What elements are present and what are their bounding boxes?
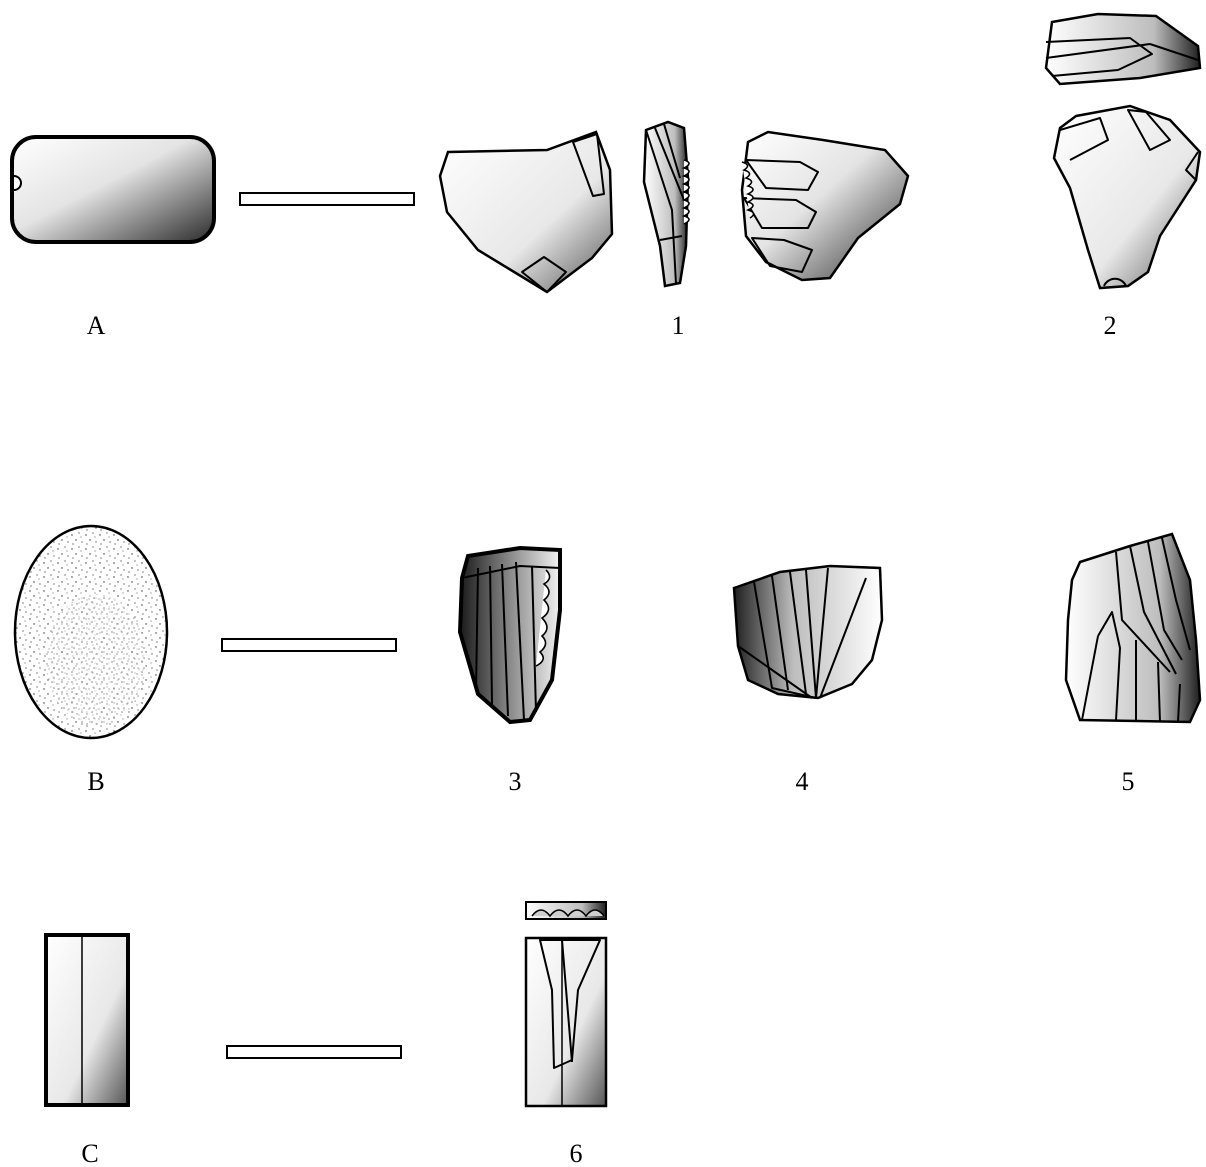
label-tool-5: 5	[1122, 767, 1135, 796]
blank-b-outline	[15, 526, 167, 738]
label-tool-3: 3	[509, 767, 522, 796]
label-tool-1: 1	[672, 311, 685, 340]
tool-4-view	[734, 566, 882, 698]
tool-3-view	[460, 548, 560, 722]
tool-2-top-view	[1046, 14, 1200, 84]
tool-5-view	[1066, 534, 1200, 722]
label-tool-6: 6	[570, 1139, 583, 1167]
blank-c-outline	[46, 935, 128, 1105]
label-blank-c: C	[81, 1139, 98, 1167]
section-bar-a	[240, 193, 414, 205]
tool-1-profile-view	[644, 122, 689, 286]
label-blank-b: B	[87, 767, 104, 796]
label-tool-4: 4	[796, 767, 809, 796]
section-bar-c	[227, 1046, 401, 1058]
blank-a-outline	[12, 137, 214, 242]
label-tool-2: 2	[1104, 311, 1117, 340]
tool-6-top-view	[526, 902, 606, 919]
tool-1-ventral-view	[742, 132, 908, 280]
section-bar-b	[222, 639, 396, 651]
label-blank-a: A	[87, 311, 106, 340]
tool-2-face-view	[1054, 106, 1200, 288]
tool-1-dorsal-view	[440, 132, 612, 292]
tool-6-face-view	[526, 938, 606, 1106]
